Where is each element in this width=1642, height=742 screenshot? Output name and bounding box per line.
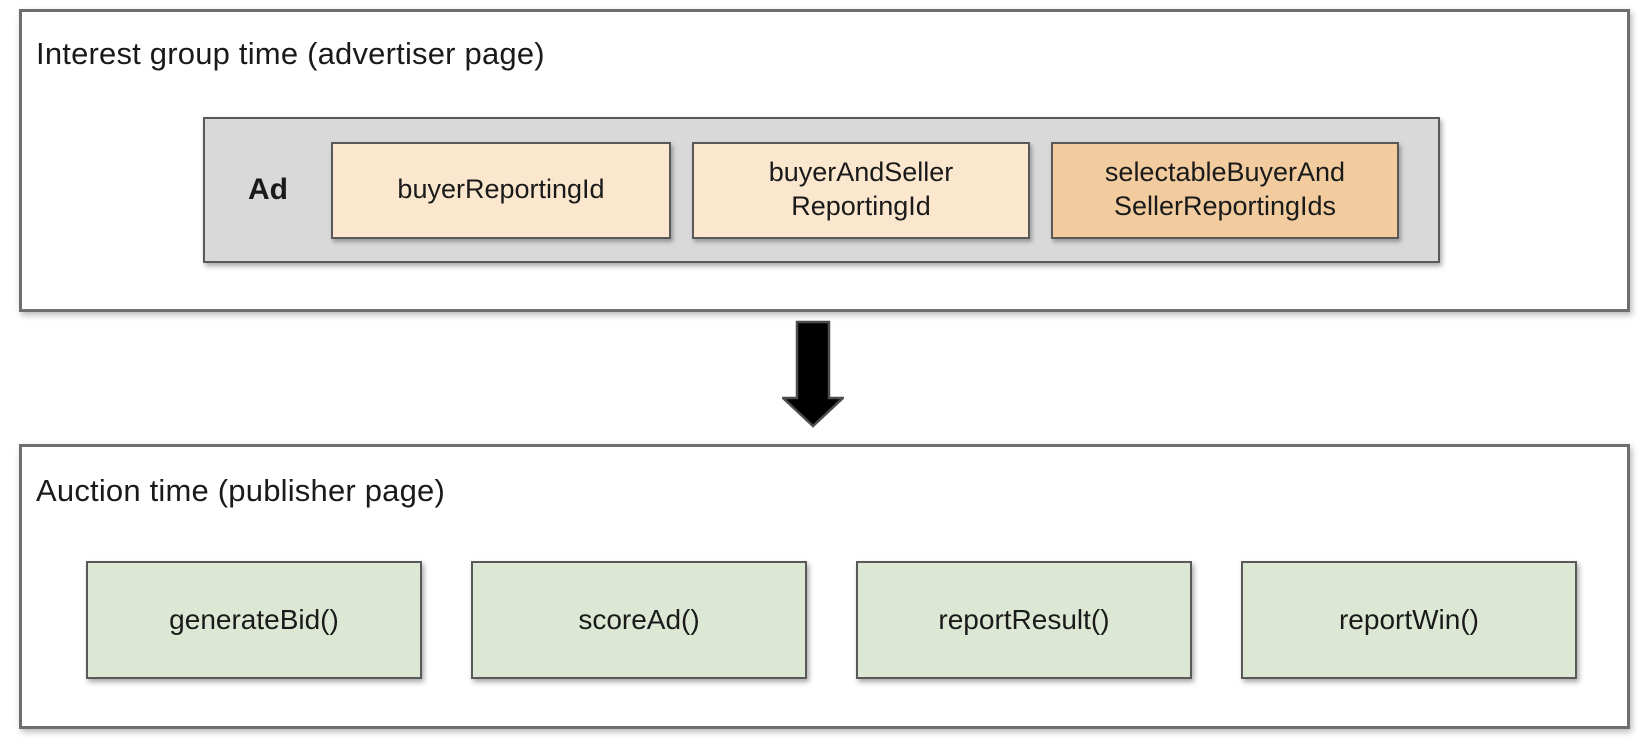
auction-title: Auction time (publisher page) <box>36 473 446 508</box>
report-result-box: reportResult() <box>856 561 1192 679</box>
generate-bid-box: generateBid() <box>86 561 422 679</box>
auction-section: Auction time (publisher page) generateBi… <box>19 444 1630 729</box>
buyer-and-seller-reporting-id-box: buyerAndSeller ReportingId <box>692 141 1030 239</box>
ad-container: Ad buyerReportingId buyerAndSeller Repor… <box>203 117 1440 263</box>
selectable-buyer-and-seller-reporting-ids-box: selectableBuyerAnd SellerReportingIds <box>1051 141 1399 239</box>
interest-group-section: Interest group time (advertiser page) Ad… <box>19 9 1630 312</box>
report-win-box: reportWin() <box>1241 561 1577 679</box>
buyer-reporting-id-box: buyerReportingId <box>331 141 671 239</box>
auction-functions-row: generateBid() scoreAd() reportResult() r… <box>86 561 1577 679</box>
interest-group-title: Interest group time (advertiser page) <box>36 36 545 71</box>
score-ad-box: scoreAd() <box>471 561 807 679</box>
ad-label: Ad <box>248 173 288 206</box>
down-arrow-icon <box>782 320 844 428</box>
